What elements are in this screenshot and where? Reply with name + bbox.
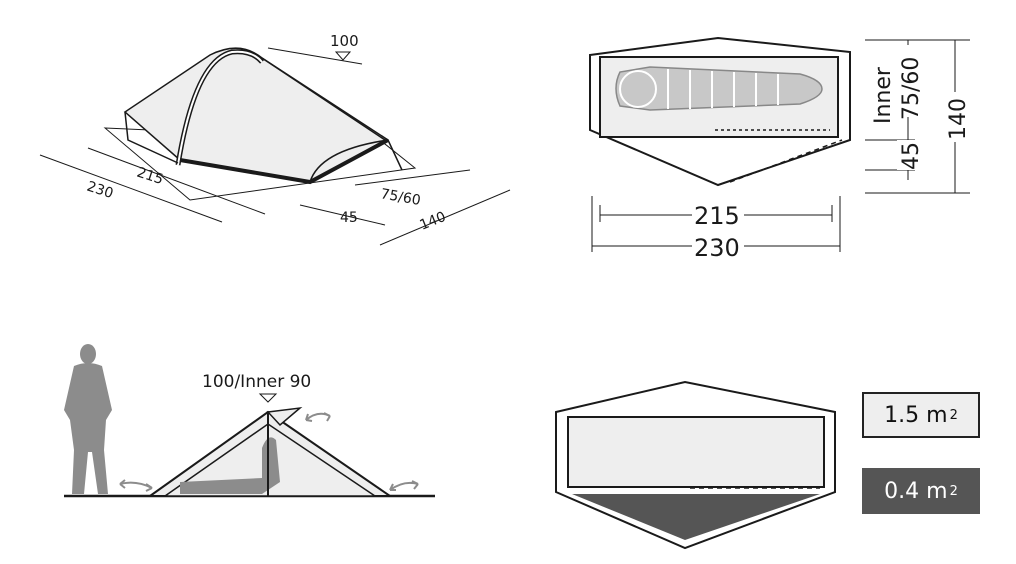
outer-length-label-bg <box>692 233 744 259</box>
inner-height-label: 75/60 <box>899 57 924 120</box>
vestibule-label-bg <box>897 140 921 170</box>
tent-perspective-diagram: 100 215 230 45 75/60 140 <box>39 32 511 246</box>
tent-top-view-diagram: 215 230 Inner 75/60 45 140 <box>589 36 971 262</box>
length-outer-label: 230 <box>85 179 115 202</box>
area-vestibule <box>572 494 820 540</box>
outer-length-label: 230 <box>694 234 740 262</box>
tent-base-edge <box>179 138 389 185</box>
inner-area-value: 1.5 m <box>884 402 948 428</box>
width-label-bg <box>943 92 967 142</box>
area-inner-tent <box>567 416 825 488</box>
length-inner-dim-line <box>87 147 266 215</box>
tent-front-vestibule <box>124 111 179 164</box>
width-label: 140 <box>946 98 971 140</box>
person-silhouette <box>64 344 112 494</box>
inner-height-label-bg <box>897 45 921 117</box>
width-dim-line <box>379 189 511 246</box>
height-label: 100 <box>330 32 359 50</box>
vestibule-area-value: 0.4 m <box>884 478 948 504</box>
vent-top <box>266 406 303 427</box>
width-label: 140 <box>418 209 449 234</box>
inner-length-label-bg <box>692 202 744 228</box>
height-leader-line <box>267 47 363 65</box>
vestibule-dashed-edge <box>729 139 843 183</box>
sleeping-bag-hood <box>619 70 657 108</box>
sleeping-person <box>180 437 280 494</box>
airflow-arrow-right <box>389 480 419 491</box>
airflow-arrow-top <box>305 412 331 422</box>
inner-side-label: Inner <box>871 66 896 124</box>
tent-side-view-diagram: 100/Inner 90 <box>64 344 435 498</box>
vestibule-height-label: 45 <box>899 142 924 170</box>
inner-area-sup: 2 <box>949 407 958 423</box>
length-inner-label: 215 <box>135 165 165 188</box>
entrance-height-label: 75/60 <box>379 186 422 209</box>
vestibule-area-sup: 2 <box>949 483 958 499</box>
length-outer-dim-line <box>39 154 223 223</box>
side-height-label: 100/Inner 90 <box>202 372 311 392</box>
airflow-arrow-left <box>119 479 153 492</box>
sleeping-bag-baffles <box>667 69 779 109</box>
height-marker-triangle <box>334 51 352 61</box>
tent-ridge <box>261 57 389 141</box>
vestibule-label: 45 <box>340 210 358 226</box>
tent-area-diagram <box>555 380 836 550</box>
tent-pole-inner <box>177 50 263 166</box>
inner-label-bg <box>868 55 894 127</box>
inner-length-label: 215 <box>694 202 740 230</box>
entrance-height-dim-line <box>354 169 471 186</box>
vestibule-dim-line <box>299 204 386 226</box>
height-marker-triangle <box>258 393 278 403</box>
